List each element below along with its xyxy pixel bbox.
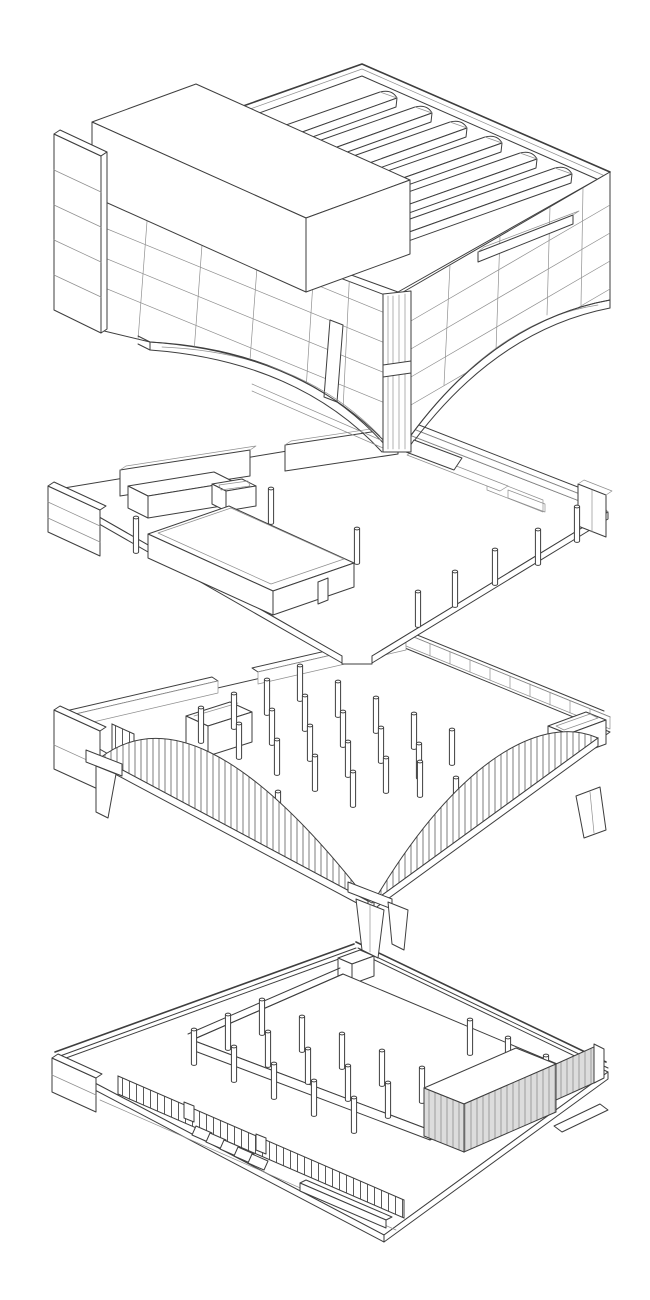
column	[372, 695, 380, 734]
column	[306, 723, 314, 762]
column	[197, 705, 205, 744]
perimeter-parapet	[54, 941, 609, 1069]
column	[334, 679, 342, 718]
fin-wall-truss	[53, 705, 135, 791]
column	[451, 569, 459, 608]
column	[416, 759, 424, 798]
column	[267, 486, 275, 525]
column	[344, 739, 352, 778]
arched-openings	[137, 299, 611, 453]
fin-wall-upper	[47, 481, 107, 557]
column	[270, 1061, 278, 1100]
side-platform	[553, 1103, 609, 1133]
column	[466, 1017, 474, 1056]
column	[410, 711, 418, 750]
column	[304, 1046, 312, 1085]
column	[224, 1012, 232, 1051]
level-upper-floor	[47, 415, 613, 665]
corner-leg-right	[575, 786, 607, 839]
column	[378, 1048, 386, 1087]
long-tray-volume	[147, 505, 355, 616]
column	[296, 663, 304, 702]
column	[353, 526, 361, 565]
column	[301, 693, 309, 732]
level-ground-floor	[51, 941, 609, 1243]
column	[349, 769, 357, 808]
stair-steps	[191, 1125, 269, 1171]
column	[268, 707, 276, 746]
column	[264, 1029, 272, 1068]
column	[414, 589, 422, 628]
facade-right-panel-grid	[403, 187, 610, 410]
column	[263, 677, 271, 716]
column	[273, 737, 281, 776]
column	[298, 1014, 306, 1053]
level-envelope	[53, 63, 611, 471]
column	[338, 1031, 346, 1070]
facade-right	[397, 171, 611, 446]
column	[311, 753, 319, 792]
open-shaft	[211, 478, 257, 512]
column	[377, 725, 385, 764]
column	[339, 709, 347, 748]
bench-bar	[299, 1179, 393, 1229]
column	[448, 727, 456, 766]
column	[230, 1044, 238, 1083]
fin-wall-envelope	[53, 129, 108, 334]
corner-leg-left	[85, 749, 123, 819]
fin-wall-ground	[51, 1053, 103, 1113]
column	[384, 1080, 392, 1119]
column	[258, 997, 266, 1036]
slot-window	[477, 210, 580, 263]
column	[382, 755, 390, 794]
level-truss-floor	[53, 627, 611, 959]
plate-edge-right	[371, 511, 609, 664]
column	[350, 1095, 358, 1134]
gray-striated-volume	[423, 1043, 605, 1153]
column	[235, 721, 243, 760]
roof-plant-slab	[91, 83, 411, 293]
central-glazed-pier	[382, 290, 412, 453]
column	[190, 1027, 198, 1066]
column	[230, 691, 238, 730]
column	[310, 1078, 318, 1117]
column	[534, 527, 542, 566]
column	[132, 515, 140, 554]
stair-posts	[183, 1101, 267, 1155]
column	[491, 547, 499, 586]
column	[344, 1063, 352, 1102]
center-piers	[347, 881, 409, 959]
column	[573, 504, 581, 543]
